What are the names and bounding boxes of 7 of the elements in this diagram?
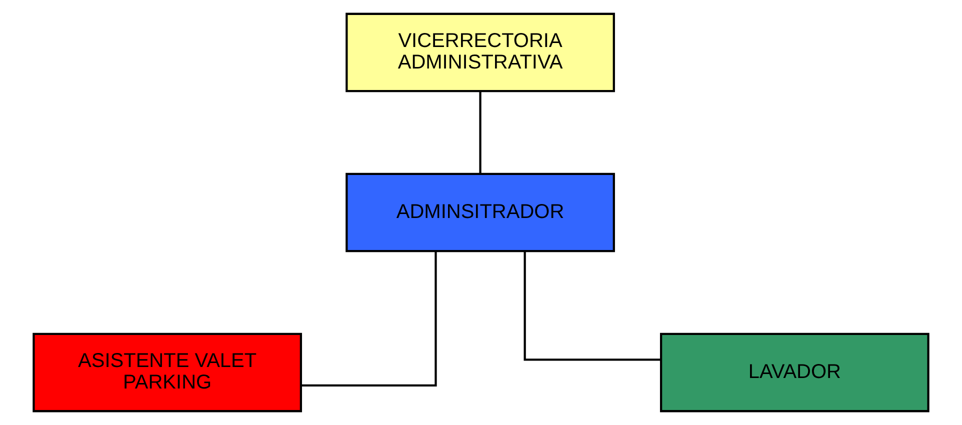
node-box: LAVADOR bbox=[660, 332, 930, 412]
connector bbox=[479, 91, 482, 174]
node-box: VICERRECTORIA ADMINISTRATIVA bbox=[346, 12, 615, 92]
connector bbox=[301, 251, 437, 386]
connector bbox=[524, 251, 661, 361]
node-box: ASISTENTE VALET PARKING bbox=[32, 332, 302, 412]
node-box: ADMINSITRADOR bbox=[346, 172, 615, 252]
